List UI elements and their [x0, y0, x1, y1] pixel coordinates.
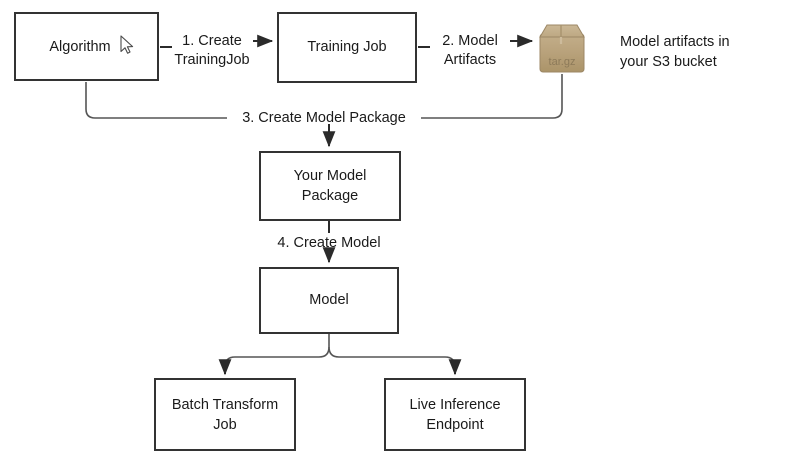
node-training-job[interactable]: Training Job [277, 12, 417, 83]
s3-bucket-annotation: Model artifacts in your S3 bucket [620, 34, 730, 70]
edge-create-model: 4. Create Model [277, 221, 381, 264]
edge3-right-branch [421, 74, 563, 119]
edge2-label-line1: 2. Model [442, 33, 498, 49]
node-batch-transform-job-box [154, 378, 296, 451]
node-your-model-package-label-line2: Package [302, 188, 358, 204]
node-model[interactable]: Model [259, 267, 399, 334]
edge-model-fanout [218, 334, 462, 376]
tar-gz-caption: tar.gz [549, 56, 576, 68]
node-live-inference-endpoint-box [384, 378, 526, 451]
edge1-label-line1: 1. Create [182, 33, 242, 49]
node-batch-transform-job-label-line1: Batch Transform [172, 397, 278, 413]
node-batch-transform-job-label-line2: Job [213, 417, 236, 433]
node-training-job-label: Training Job [307, 39, 386, 55]
node-model-box [259, 267, 399, 334]
node-training-job-box [277, 12, 417, 83]
node-live-inference-endpoint-label-line2: Endpoint [426, 417, 483, 433]
node-live-inference-endpoint[interactable]: Live Inference Endpoint [384, 378, 526, 451]
edge3-label: 3. Create Model Package [242, 110, 406, 126]
node-algorithm-label: Algorithm [49, 39, 110, 55]
edge-model-artifacts: 2. Model Artifacts [418, 33, 534, 68]
node-your-model-package[interactable]: Your Model Package [259, 151, 401, 221]
s3-note-line1: Model artifacts in [620, 34, 730, 50]
node-your-model-package-box [259, 151, 401, 221]
node-model-label: Model [309, 292, 349, 308]
mouse-pointer-icon [120, 35, 134, 54]
edge2-label-line2: Artifacts [444, 52, 496, 68]
s3-note-line2: your S3 bucket [620, 54, 717, 70]
edge-fanout-left [224, 346, 330, 368]
edge-create-training-job: 1. Create TrainingJob [160, 33, 274, 68]
edge1-label-line2: TrainingJob [174, 52, 249, 68]
node-live-inference-endpoint-label-line1: Live Inference [409, 397, 500, 413]
mouse-pointer-shape [120, 35, 134, 54]
node-algorithm-box [14, 12, 159, 81]
node-algorithm[interactable]: Algorithm [14, 12, 159, 81]
node-batch-transform-job[interactable]: Batch Transform Job [154, 378, 296, 451]
edge3-left-branch [85, 82, 227, 119]
edge-fanout-right [328, 346, 456, 368]
tar-gz-package-icon[interactable]: tar.gz [539, 24, 585, 73]
edge-create-model-package: 3. Create Model Package [85, 74, 563, 148]
node-your-model-package-label-line1: Your Model [294, 168, 367, 184]
tar-gz-box-flap [539, 24, 585, 38]
edge4-label: 4. Create Model [277, 235, 380, 251]
